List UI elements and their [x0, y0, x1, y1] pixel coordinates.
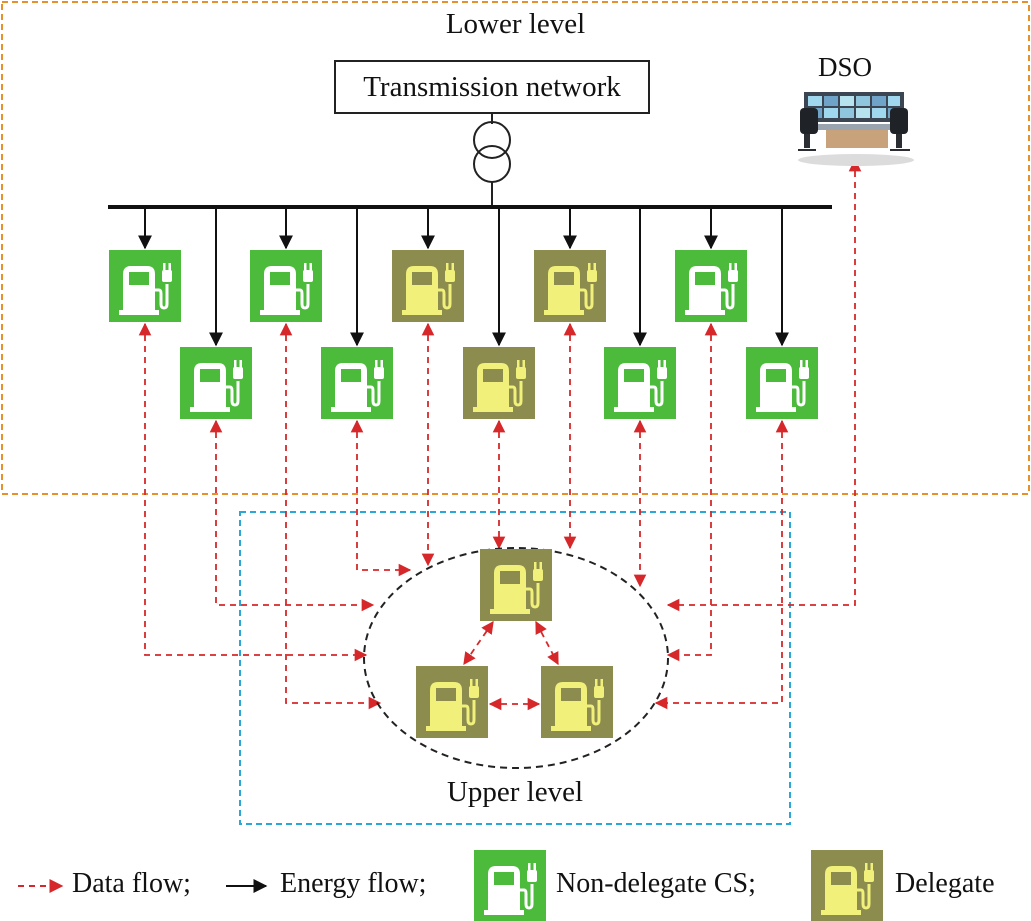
station-row1-2: [250, 250, 322, 322]
legend-data-flow-label: Data flow;: [72, 868, 191, 899]
station-row1-4: [534, 250, 606, 322]
ev-charger-icon: [119, 263, 172, 315]
transmission-network-box: Transmission network: [334, 60, 650, 114]
ev-charger-icon: [426, 679, 479, 731]
station-row2-1: [180, 347, 252, 419]
data-flow-line: [654, 419, 789, 710]
ev-charger-icon: [484, 863, 537, 915]
data-flow-line: [535, 620, 559, 666]
legend-delegate-icon: [811, 850, 883, 921]
data-flow-line: [350, 419, 412, 577]
ev-charger-icon: [551, 679, 604, 731]
lower-level-boundary: [1, 1, 1030, 495]
data-flow-line: [209, 419, 375, 612]
dso-data-flow-line: [666, 158, 862, 612]
charging-stations: [109, 250, 818, 738]
data-flow-lines: [138, 158, 862, 711]
ev-charger-icon: [260, 263, 313, 315]
ev-charger-icon: [331, 360, 384, 412]
upper-level-boundary: [239, 511, 791, 825]
ev-charger-icon: [685, 263, 738, 315]
upper-delegate-left: [416, 666, 488, 738]
upper-delegate-right: [541, 666, 613, 738]
transformer-symbol: [473, 114, 511, 207]
data-flow-line: [463, 620, 494, 666]
upper-level-label: Upper level: [446, 776, 584, 808]
legend-delegate-label: Delegate: [895, 868, 995, 899]
station-row2-5: [746, 347, 818, 419]
station-row1-5: [675, 250, 747, 322]
ev-charger-icon: [490, 562, 543, 614]
station-row2-4: [604, 347, 676, 419]
legend-energy-flow-label: Energy flow;: [280, 868, 427, 899]
station-row2-3: [463, 347, 535, 419]
dso-label: DSO: [818, 52, 873, 82]
upper-delegate-top: [480, 549, 552, 621]
ev-charger-icon: [544, 263, 597, 315]
station-row2-2: [321, 347, 393, 419]
delegate-cluster-boundary: [363, 547, 669, 769]
ev-charger-icon: [756, 360, 809, 412]
legend-non-delegate-icon: [474, 850, 546, 921]
legend-non-delegate-label: Non-delegate CS;: [556, 868, 756, 899]
ev-charger-icon: [402, 263, 455, 315]
ev-charger-icon: [190, 360, 243, 412]
ev-charger-icon: [821, 863, 874, 915]
lower-level-label: Lower level: [445, 8, 586, 40]
dso-control-room-icon: [798, 92, 914, 166]
ev-charger-icon: [473, 360, 526, 412]
ev-charger-icon: [614, 360, 667, 412]
station-row1-1: [109, 250, 181, 322]
station-row1-3: [392, 250, 464, 322]
